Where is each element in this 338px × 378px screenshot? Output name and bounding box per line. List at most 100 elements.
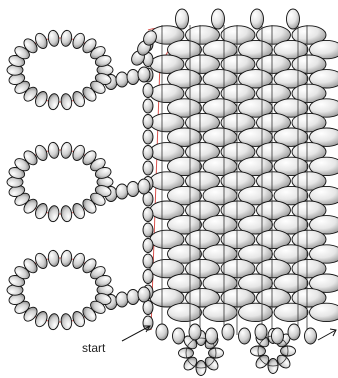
panel-bead xyxy=(291,200,327,220)
panel-bead xyxy=(238,302,273,323)
loop-bead xyxy=(60,313,73,331)
panel-bead xyxy=(256,258,291,279)
loop-bead xyxy=(72,203,85,220)
edge-bead xyxy=(142,253,154,269)
connector-bead xyxy=(115,183,129,200)
edge-bead xyxy=(142,238,154,253)
panel-bead xyxy=(238,156,273,177)
loop-bead xyxy=(47,205,60,223)
connector-bead xyxy=(137,178,151,195)
loop-bead xyxy=(14,158,30,172)
panel-bead xyxy=(185,258,220,279)
panel-bead xyxy=(256,288,291,308)
panel-bead xyxy=(309,127,338,147)
peyote-panel xyxy=(142,8,338,335)
bottom-bead xyxy=(287,323,301,341)
connector-bead xyxy=(126,289,140,305)
panel-bead xyxy=(167,302,202,323)
panel-bead xyxy=(309,185,338,206)
loop-bead xyxy=(72,91,85,108)
bead-loops xyxy=(6,29,114,331)
panel-bead xyxy=(185,142,220,162)
loop-bead xyxy=(90,300,106,314)
top-bead xyxy=(286,8,300,30)
panel-bead xyxy=(185,229,220,250)
panel-bead xyxy=(309,156,338,177)
bottom-bead xyxy=(155,323,169,341)
loop-bead xyxy=(82,86,97,102)
panel-bead xyxy=(273,215,309,235)
connector-bead xyxy=(126,69,140,85)
start-arrow xyxy=(121,325,151,342)
loop-bead xyxy=(35,144,48,161)
panel-bead xyxy=(238,185,273,206)
panel-bead xyxy=(238,98,273,118)
panel-bead xyxy=(291,171,327,191)
loop-bead xyxy=(35,252,48,269)
panel-bead xyxy=(167,98,202,118)
panel-bead xyxy=(291,83,327,104)
panel-bead xyxy=(149,258,185,279)
panel-bead xyxy=(256,112,291,133)
panel-bead xyxy=(273,127,309,147)
edge-bead xyxy=(142,300,154,315)
loop-bead xyxy=(72,252,85,269)
loop-bead xyxy=(82,306,97,322)
panel-bead xyxy=(291,112,327,133)
panel-bead xyxy=(220,54,256,74)
bottom-bead xyxy=(188,323,202,341)
panel-bead xyxy=(167,273,202,293)
bottom-bead xyxy=(172,327,185,345)
loop-bead xyxy=(72,311,85,328)
loop-bead xyxy=(35,203,48,220)
loop-bead xyxy=(35,91,48,108)
panel-bead xyxy=(273,244,309,264)
panel-bead xyxy=(273,39,309,60)
panel-bead xyxy=(238,244,273,264)
panel-bead xyxy=(185,83,220,104)
loop-bead xyxy=(94,55,112,67)
panel-bead xyxy=(309,215,338,235)
edge-bead xyxy=(142,98,154,114)
connector-bead xyxy=(137,286,151,303)
loop-bead xyxy=(94,275,112,287)
loop-bead xyxy=(82,198,97,214)
panel-bead xyxy=(309,273,338,293)
panel-bead xyxy=(167,127,202,147)
edge-bead xyxy=(142,129,154,145)
loop-bead xyxy=(94,167,112,179)
panel-bead xyxy=(220,171,256,191)
panel-bead xyxy=(238,273,273,293)
loop-bead xyxy=(47,141,60,159)
loop-bead xyxy=(60,249,73,267)
panel-bead xyxy=(256,200,291,220)
panel-bead xyxy=(309,244,338,264)
loop-bead xyxy=(60,93,73,111)
start-label: start xyxy=(82,341,106,355)
panel-bead xyxy=(185,200,220,220)
loop-bead xyxy=(47,313,60,331)
panel-bead xyxy=(167,215,202,235)
panel-bead xyxy=(238,215,273,235)
panel-bead xyxy=(202,302,238,323)
bottom-bead xyxy=(238,327,251,345)
panel-bead xyxy=(238,39,273,60)
panel-bead xyxy=(185,25,220,45)
panel-bead xyxy=(220,25,256,45)
panel-bead xyxy=(291,229,327,250)
loop-bead xyxy=(72,32,85,49)
loop-bead xyxy=(14,266,30,280)
panel-bead xyxy=(273,185,309,206)
connector-bead xyxy=(143,30,157,46)
panel-bead xyxy=(291,288,327,308)
loop-bead xyxy=(35,32,48,49)
panel-bead xyxy=(185,54,220,74)
connector-bead xyxy=(115,71,129,88)
panel-bead xyxy=(185,112,220,133)
panel-bead xyxy=(291,258,327,279)
loop-bead xyxy=(23,150,38,166)
panel-bead xyxy=(185,288,220,308)
edge-bead xyxy=(142,145,154,160)
connector-bead xyxy=(115,291,129,308)
